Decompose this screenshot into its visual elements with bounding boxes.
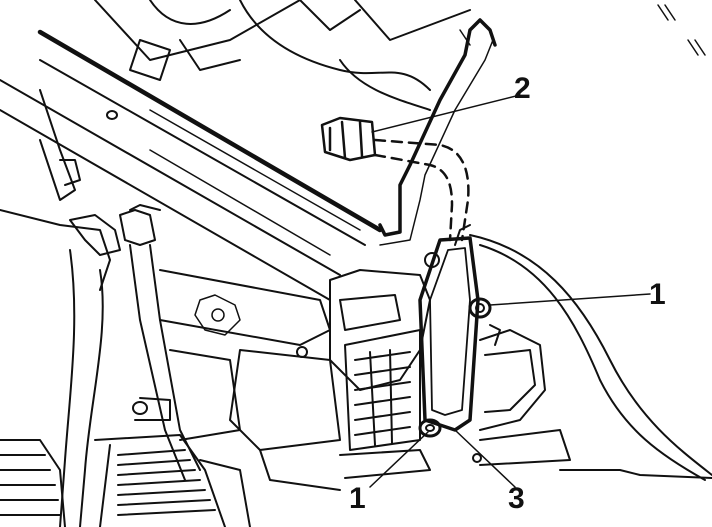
leader-line-2 <box>371 94 521 133</box>
pedal-pads <box>0 434 251 527</box>
mounting-bolt-lower <box>418 418 442 438</box>
callout-1-lower-bolt: 1 <box>349 482 366 515</box>
callout-3-control-unit: 3 <box>508 482 525 515</box>
leader-line-1-upper <box>489 293 651 306</box>
harness-connector <box>320 116 377 162</box>
fuse-relay-block <box>329 269 431 479</box>
leader-line-1-lower <box>369 431 429 488</box>
side-trim-panel <box>469 234 712 481</box>
leader-lines <box>369 94 651 488</box>
dashboard-crossmember <box>0 29 383 301</box>
control-unit <box>418 224 492 438</box>
mounting-bolt-upper <box>468 297 492 319</box>
heater-housing <box>159 269 341 491</box>
wire-harness-main <box>378 18 497 246</box>
callout-2-connector: 2 <box>514 72 531 105</box>
callout-1-upper-bolt: 1 <box>649 278 666 311</box>
leader-line-3 <box>454 429 516 488</box>
hidden-wiring-dashed <box>373 138 470 242</box>
upper-wiring-area <box>94 0 471 111</box>
edge-marks <box>657 4 706 56</box>
